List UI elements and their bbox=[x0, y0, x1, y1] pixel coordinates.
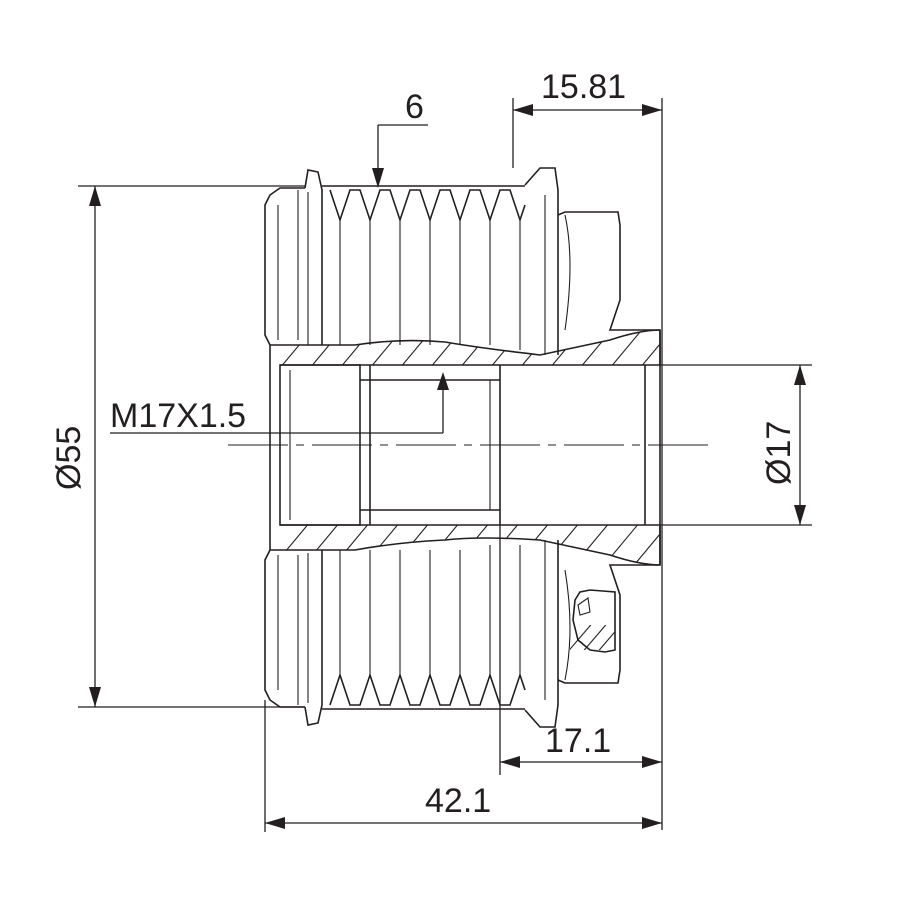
pulley-outline bbox=[264, 167, 661, 728]
dimension-outer-diameter: Ø55 bbox=[50, 185, 305, 708]
dimension-hub-length: 17.1 bbox=[499, 525, 662, 775]
flange-offset-label: 15.81 bbox=[541, 68, 626, 106]
bore-diameter-label: Ø17 bbox=[760, 421, 798, 485]
outer-diameter-label: Ø55 bbox=[50, 426, 88, 490]
dimension-overall-length: 42.1 bbox=[264, 700, 662, 832]
bore-section bbox=[269, 329, 661, 650]
hub-length-label: 17.1 bbox=[545, 722, 611, 760]
dimension-bore-diameter: Ø17 bbox=[660, 364, 812, 526]
dimension-groove-pitch: 6 bbox=[372, 88, 428, 188]
dimension-flange-offset: 15.81 bbox=[512, 68, 663, 830]
thread-label: M17X1.5 bbox=[110, 397, 246, 435]
v-rib-grooves bbox=[329, 189, 526, 706]
groove-pitch-label: 6 bbox=[405, 88, 424, 126]
overall-length-label: 42.1 bbox=[425, 782, 491, 820]
dimension-thread: M17X1.5 bbox=[110, 372, 449, 435]
